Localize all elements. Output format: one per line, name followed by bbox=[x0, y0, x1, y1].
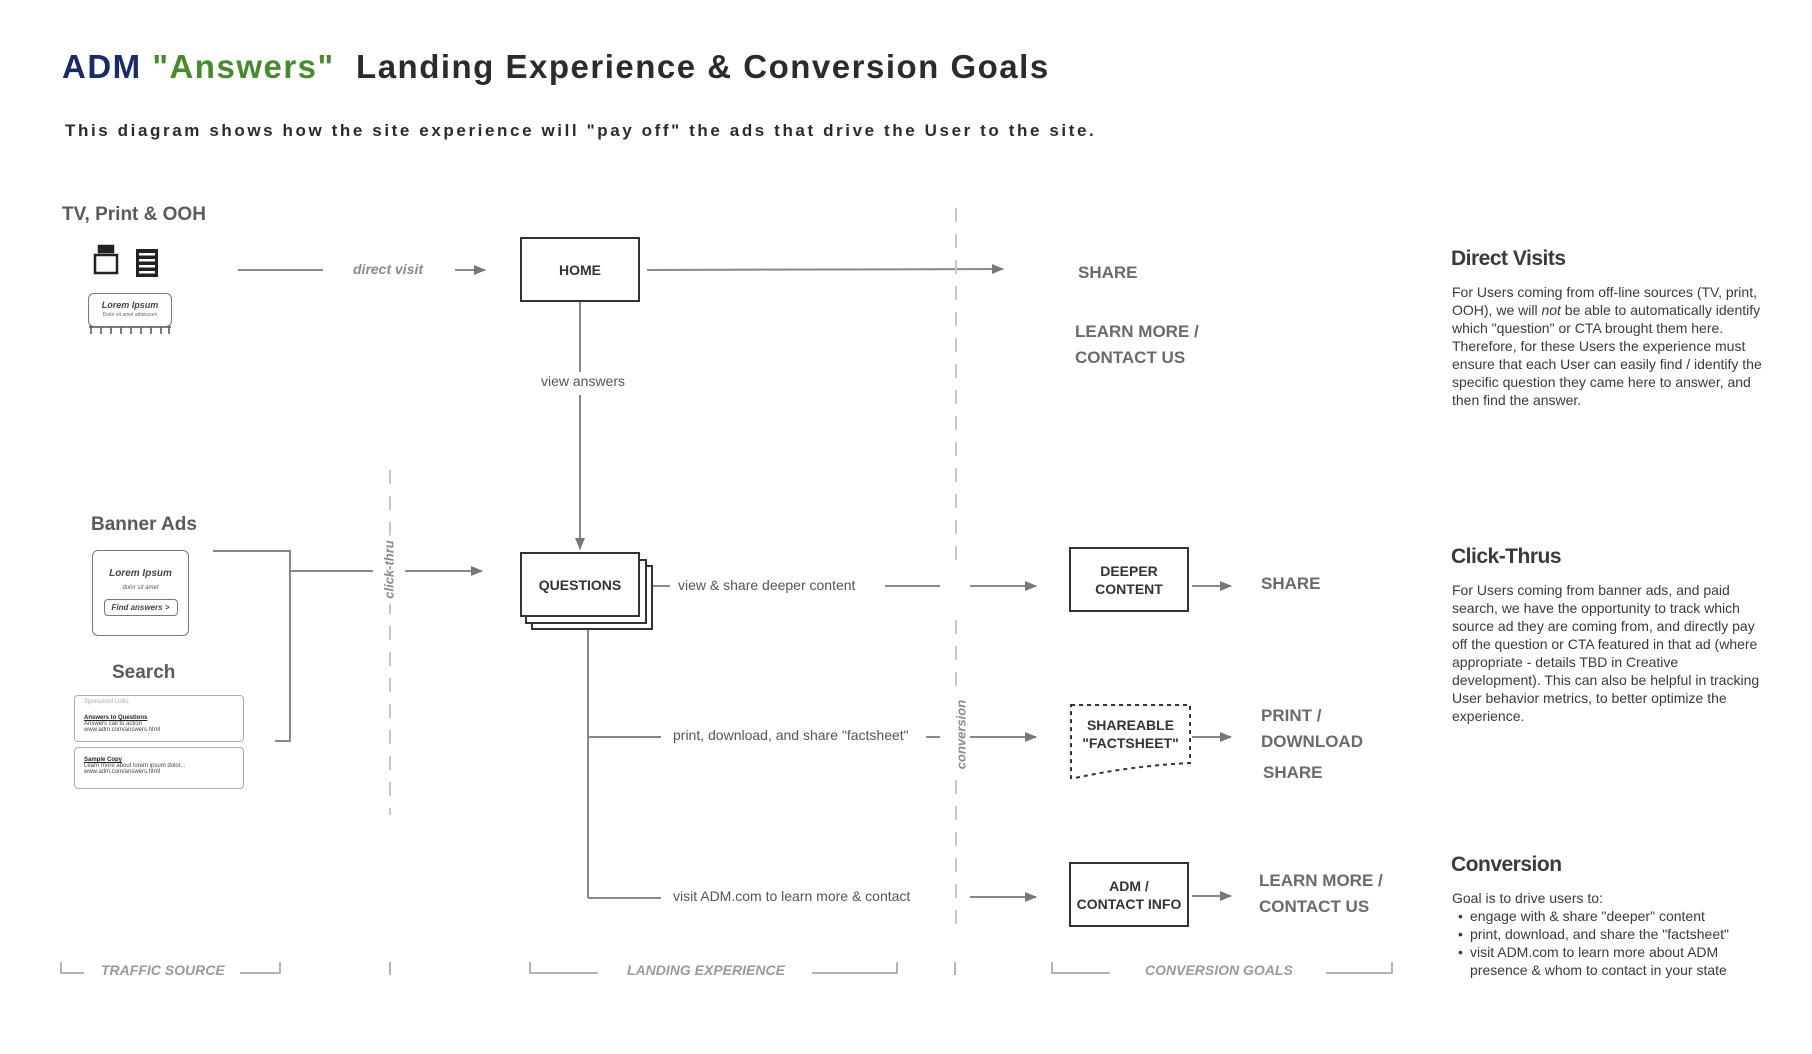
search-result-2[interactable]: Sample Copy Learn more about lorem ipsum… bbox=[74, 747, 244, 789]
goal-factsheet-share: SHARE bbox=[1263, 763, 1323, 782]
factsheet-line2: "FACTSHEET" bbox=[1082, 735, 1179, 751]
goal-top-learn-more-line1: LEARN MORE / bbox=[1075, 322, 1199, 341]
conversion-intro: Goal is to drive users to: bbox=[1452, 890, 1603, 906]
search-result-2-title[interactable]: Sample Copy bbox=[84, 757, 123, 763]
conversion-text: Goal is to drive users to: engage with &… bbox=[1452, 889, 1772, 979]
conversion-bullets: engage with & share "deeper" content pri… bbox=[1452, 907, 1772, 979]
direct-visits-text-em: not bbox=[1541, 302, 1561, 318]
traffic-source-label: TRAFFIC SOURCE bbox=[101, 962, 225, 978]
banner-ad-subtitle: dolor sit amet bbox=[122, 585, 159, 591]
goal-bottom-learn-more: LEARN MORE / CONTACT US bbox=[1259, 868, 1383, 920]
billboard-title: Lorem Ipsum bbox=[101, 300, 159, 310]
search-label: Search bbox=[112, 662, 176, 683]
goal-print-line2: DOWNLOAD bbox=[1261, 732, 1363, 751]
direct-visits-text-post: be able to automatically identify which … bbox=[1452, 302, 1762, 408]
questions-box[interactable]: QUESTIONS bbox=[520, 552, 640, 617]
view-answers-label: view answers bbox=[537, 373, 630, 389]
home-box[interactable]: HOME bbox=[520, 237, 640, 302]
title-answers: "Answers" bbox=[152, 48, 335, 85]
bracket-goals-right bbox=[1326, 962, 1393, 974]
billboard-subtext: Dolor sit amet adipiscum bbox=[102, 312, 158, 318]
print-download-share-label: print, download, and share "factsheet" bbox=[669, 727, 913, 743]
banner-ad-button[interactable]: Find answers > bbox=[103, 599, 178, 616]
tv-icon bbox=[93, 244, 119, 275]
search-result-1-title[interactable]: Answers to Questions bbox=[84, 715, 148, 721]
goal-top-learn-more: LEARN MORE / CONTACT US bbox=[1075, 319, 1199, 371]
banner-ad[interactable]: Lorem Ipsum dolor sit amet Find answers … bbox=[92, 550, 189, 636]
conversion-heading: Conversion bbox=[1451, 853, 1562, 876]
factsheet-shape bbox=[1070, 704, 1191, 779]
direct-visits-text-pre: For Users coming from off-line sources (… bbox=[1452, 284, 1757, 318]
bracket-landing-left bbox=[529, 962, 598, 974]
view-share-deeper-label: view & share deeper content bbox=[674, 577, 860, 593]
landing-experience-label: LANDING EXPERIENCE bbox=[627, 962, 785, 978]
home-to-share-arrow bbox=[646, 264, 1004, 275]
billboard: Lorem Ipsum Dolor sit amet adipiscum bbox=[88, 293, 172, 327]
search-result-2-url: www.adm.com/answers.html bbox=[84, 769, 161, 775]
ads-bracket bbox=[213, 550, 291, 742]
conversion-bullet-2: print, download, and share the "factshee… bbox=[1452, 925, 1772, 943]
search-result-1-line: Answers call to action bbox=[84, 721, 143, 727]
bracket-traffic-left bbox=[60, 962, 84, 974]
page-subtitle: This diagram shows how the site experien… bbox=[65, 121, 1097, 140]
goal-top-learn-more-line2: CONTACT US bbox=[1075, 348, 1186, 367]
conversion-goals-label: CONVERSION GOALS bbox=[1145, 962, 1293, 978]
visit-adm-label: visit ADM.com to learn more & contact bbox=[669, 888, 915, 904]
billboard-legs bbox=[89, 323, 171, 334]
click-thrus-text: For Users coming from banner ads, and pa… bbox=[1452, 582, 1760, 724]
newspaper-icon bbox=[136, 249, 158, 277]
home-label: HOME bbox=[559, 261, 601, 278]
conversion-bullet-1: engage with & share "deeper" content bbox=[1452, 907, 1772, 925]
adm-contact-box[interactable]: ADM / CONTACT INFO bbox=[1069, 862, 1189, 927]
search-result-1-url: www.adm.com/answers.html bbox=[84, 727, 161, 733]
page-title: ADM "Answers" Landing Experience & Conve… bbox=[62, 48, 1050, 86]
deeper-content-line2: CONTENT bbox=[1095, 580, 1163, 597]
search-result-1[interactable]: Sponsored Links Answers to Questions Ans… bbox=[74, 695, 244, 742]
deeper-content-box[interactable]: DEEPER CONTENT bbox=[1069, 547, 1189, 612]
click-thrus-heading: Click-Thrus bbox=[1451, 545, 1562, 568]
banner-ad-title: Lorem Ipsum bbox=[109, 568, 172, 579]
direct-visit-label: direct visit bbox=[353, 261, 424, 277]
adm-contact-line2: CONTACT INFO bbox=[1076, 895, 1182, 912]
title-adm: ADM bbox=[62, 48, 142, 85]
questions-label: QUESTIONS bbox=[538, 576, 622, 593]
direct-visits-heading: Direct Visits bbox=[1451, 247, 1566, 270]
bracket-landing-right bbox=[812, 962, 898, 974]
sponsored-links-label: Sponsored Links bbox=[84, 699, 129, 705]
direct-visits-text: For Users coming from off-line sources (… bbox=[1452, 283, 1762, 409]
conversion-bullet-3: visit ADM.com to learn more about ADM pr… bbox=[1452, 943, 1772, 979]
goal-print-download: PRINT / DOWNLOAD bbox=[1261, 703, 1363, 755]
goal-top-share: SHARE bbox=[1078, 263, 1138, 282]
goal-deeper-share: SHARE bbox=[1261, 574, 1321, 593]
goal-print-line1: PRINT / bbox=[1261, 706, 1322, 725]
tv-print-ooh-label: TV, Print & OOH bbox=[62, 204, 206, 225]
bracket-goals-left bbox=[1051, 962, 1110, 974]
factsheet-box[interactable]: SHAREABLE "FACTSHEET" bbox=[1071, 716, 1190, 752]
conversion-label: conversion bbox=[953, 691, 969, 778]
adm-contact-line1: ADM / bbox=[1109, 877, 1149, 894]
factsheet-line1: SHAREABLE bbox=[1086, 717, 1175, 733]
bracket-traffic-right bbox=[240, 962, 281, 974]
title-rest: Landing Experience & Conversion Goals bbox=[356, 48, 1050, 85]
banner-ads-label: Banner Ads bbox=[91, 514, 197, 535]
goal-bottom-learn-more-line2: CONTACT US bbox=[1259, 897, 1370, 916]
goal-bottom-learn-more-line1: LEARN MORE / bbox=[1259, 871, 1383, 890]
search-result-2-line: Learn more about lorem ipsum dolor... bbox=[84, 763, 186, 769]
click-thru-label: click-thru bbox=[381, 535, 397, 604]
deeper-content-line1: DEEPER bbox=[1100, 562, 1158, 579]
